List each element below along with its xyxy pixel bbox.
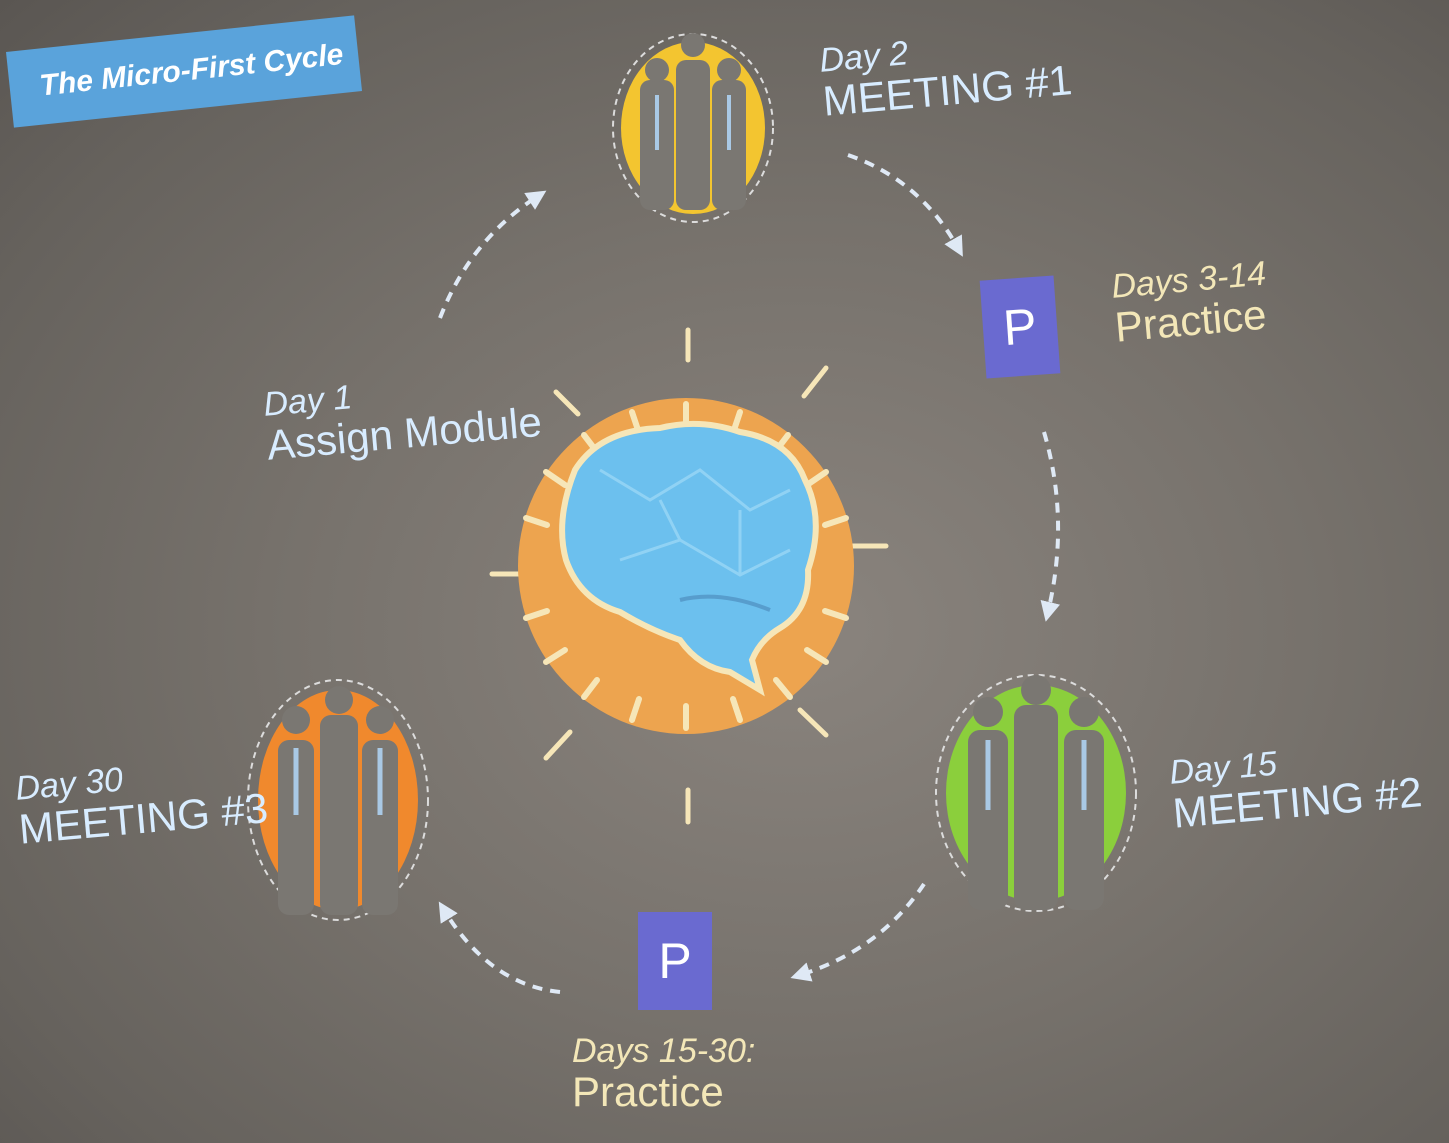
meeting-1-people-icon	[612, 33, 774, 223]
practice-2-icon: P	[638, 912, 712, 1010]
step-practice1: Days 3-14 Practice	[1109, 254, 1269, 351]
arrow-meeting1-to-practice1	[847, 153, 963, 257]
arrow-practice1-to-meeting2	[1040, 431, 1061, 622]
brain-clock-icon	[489, 327, 889, 825]
arrow-meeting2-to-practice2	[790, 882, 926, 982]
practice-1-icon: P	[979, 275, 1061, 379]
arrow-day1-to-meeting1	[438, 190, 547, 319]
meeting-3-people-icon	[247, 679, 429, 921]
arrow-practice2-to-meeting3	[438, 901, 561, 994]
meeting-2-people-icon	[935, 674, 1137, 912]
step-practice2: Days 15-30: Practice	[572, 1032, 756, 1115]
